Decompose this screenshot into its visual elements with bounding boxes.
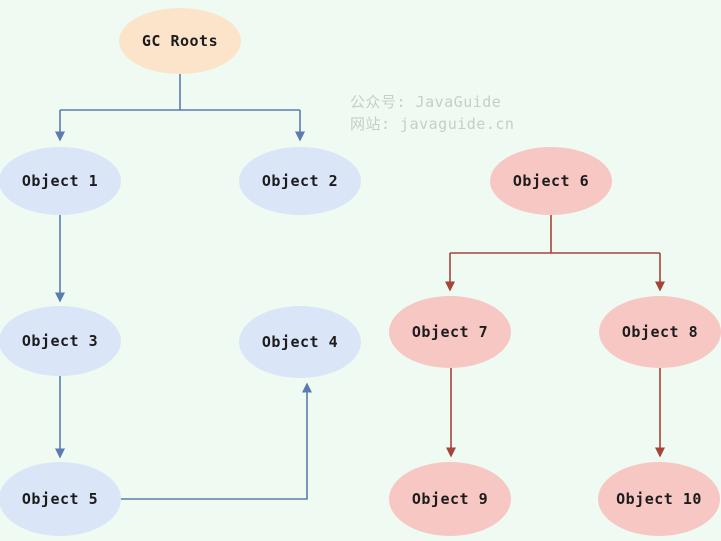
edge-gcroots-branch: [60, 74, 300, 111]
node-label: Object 10: [616, 490, 702, 508]
node-label: Object 8: [621, 323, 699, 341]
node-label: GC Roots: [141, 32, 219, 50]
watermark: 公众号: JavaGuide 网站: javaguide.cn: [350, 91, 514, 135]
node-label: Object 4: [261, 333, 339, 351]
node-label: Object 1: [21, 172, 99, 190]
edge-object5-object4: [121, 382, 312, 500]
node-object-8: Object 8: [599, 296, 721, 368]
node-object-6: Object 6: [490, 147, 612, 215]
node-label: Object 2: [261, 172, 339, 190]
node-label: Object 7: [411, 323, 489, 341]
node-object-4: Object 4: [239, 306, 361, 378]
node-label: Object 3: [21, 332, 99, 350]
node-object-3: Object 3: [0, 306, 121, 376]
node-label: Object 9: [411, 490, 489, 508]
node-object-5: Object 5: [0, 462, 121, 536]
node-label: Object 5: [21, 490, 99, 508]
node-label: Object 6: [512, 172, 590, 190]
watermark-line-1: 公众号: JavaGuide: [350, 93, 502, 111]
node-object-9: Object 9: [389, 462, 511, 536]
node-object-10: Object 10: [598, 462, 720, 536]
watermark-line-2: 网站: javaguide.cn: [350, 115, 515, 133]
node-gc-roots: GC Roots: [119, 8, 241, 74]
node-object-1: Object 1: [0, 147, 121, 215]
node-object-7: Object 7: [389, 296, 511, 368]
node-object-2: Object 2: [239, 147, 361, 215]
edge-object6-branch: [450, 215, 660, 254]
